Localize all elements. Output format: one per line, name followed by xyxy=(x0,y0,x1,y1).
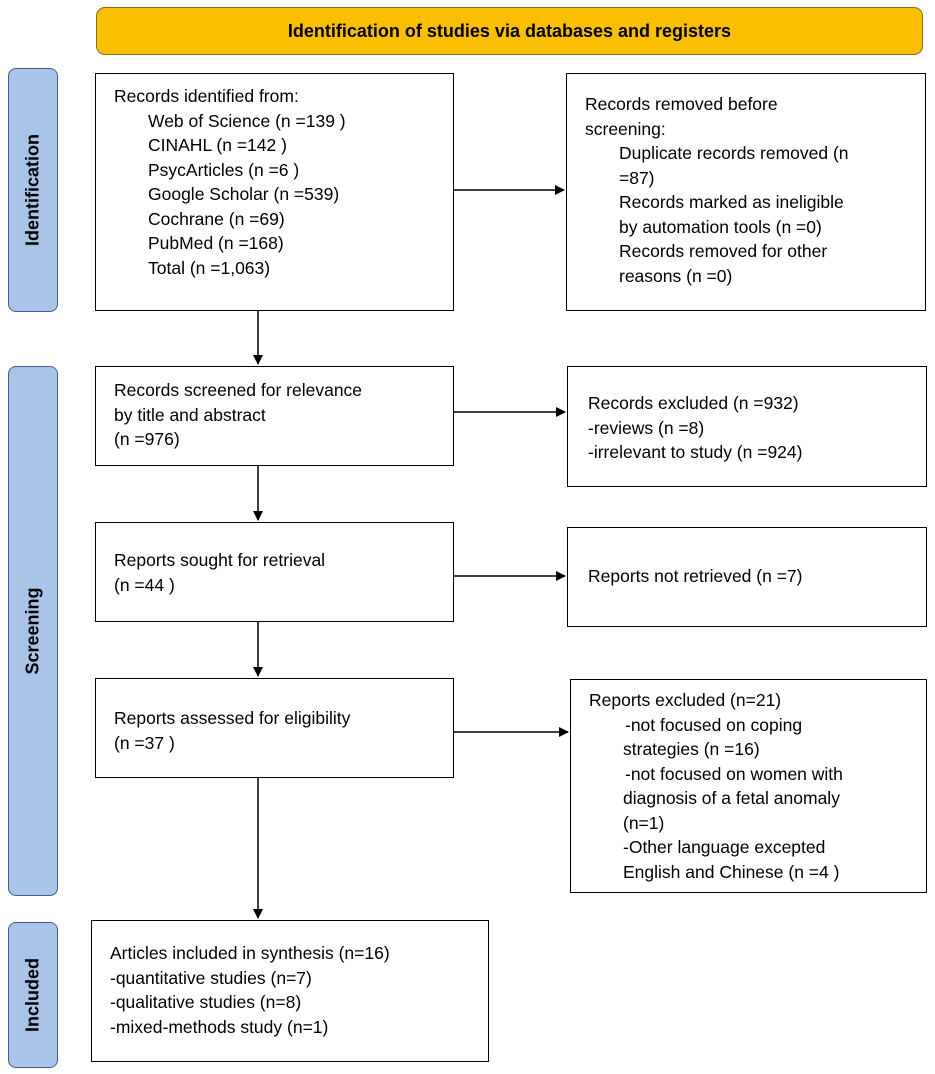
screened-line: (n =976) xyxy=(114,429,180,449)
included-line: -quantitative studies (n=7) xyxy=(110,967,312,988)
reports-excluded-item: strategies (n =16) xyxy=(623,739,760,759)
reports-sought-box: Reports sought for retrieval (n =44 ) xyxy=(95,522,454,622)
removed-item: Records removed for other xyxy=(619,241,828,261)
reports-assessed-box: Reports assessed for eligibility (n =37 … xyxy=(95,678,454,778)
removed-item: reasons (n =0) xyxy=(619,265,733,286)
screened-line: by title and abstract xyxy=(114,404,266,425)
sought-line: (n =44 ) xyxy=(114,574,175,595)
source-item: CINAHL (n =142 ) xyxy=(148,135,287,155)
reports-excluded-item: -not focused on women with xyxy=(625,763,843,784)
reports-excluded-item: English and Chinese (n =4 ) xyxy=(623,861,840,882)
records-removed-title: screening: xyxy=(585,118,666,139)
records-removed-title: Records removed before xyxy=(585,94,778,114)
source-item: PubMed (n =168) xyxy=(148,233,284,253)
excluded-line: Records excluded (n =932) xyxy=(588,393,799,413)
header-title: Identification of studies via databases … xyxy=(287,20,732,41)
reports-excluded-box: Reports excluded (n=21) -not focused on … xyxy=(570,679,927,893)
reports-excluded-item: -not focused on coping xyxy=(625,714,803,735)
records-removed-box: Records removed before screening: Duplic… xyxy=(566,73,926,311)
reports-not-retrieved-box: Reports not retrieved (n =7) xyxy=(567,527,927,627)
removed-item: Records marked as ineligible xyxy=(619,192,844,212)
included-line: -qualitative studies (n=8) xyxy=(110,992,302,1012)
included-line: -mixed-methods study (n=1) xyxy=(110,1016,329,1037)
source-item: Google Scholar (n =539) xyxy=(148,184,340,204)
reports-excluded-item: diagnosis of a fetal anomaly xyxy=(623,788,840,808)
phase-screening: Screening xyxy=(8,366,58,896)
included-line: Articles included in synthesis (n=16) xyxy=(110,943,390,963)
screened-line: Records screened for relevance xyxy=(114,380,363,400)
excluded-line: -reviews (n =8) xyxy=(588,417,705,438)
records-identified-title: Records identified from: xyxy=(114,86,299,106)
reports-excluded-title: Reports excluded (n=21) xyxy=(589,690,782,710)
removed-item: by automation tools (n =0) xyxy=(619,216,822,237)
not-retrieved-line: Reports not retrieved (n =7) xyxy=(588,566,803,586)
phase-identification: Identification xyxy=(8,68,58,312)
assessed-line: Reports assessed for eligibility xyxy=(114,708,351,728)
reports-excluded-item: -Other language excepted xyxy=(623,837,826,857)
removed-item: =87) xyxy=(619,167,655,188)
source-item: Cochrane (n =69) xyxy=(148,208,285,229)
excluded-line: -irrelevant to study (n =924) xyxy=(588,442,803,462)
removed-item: Duplicate records removed (n xyxy=(619,143,849,163)
records-excluded-box: Records excluded (n =932) -reviews (n =8… xyxy=(567,366,927,487)
sought-line: Reports sought for retrieval xyxy=(114,550,326,570)
source-item: PsycArticles (n =6 ) xyxy=(148,159,300,180)
records-screened-box: Records screened for relevance by title … xyxy=(95,366,454,466)
assessed-line: (n =37 ) xyxy=(114,732,175,753)
reports-excluded-item: (n=1) xyxy=(623,812,665,833)
source-total: Total (n =1,063) xyxy=(148,257,271,278)
phase-included: Included xyxy=(8,922,58,1068)
header-banner: Identification of studies via databases … xyxy=(96,7,923,55)
source-item: Web of Science (n =139 ) xyxy=(148,110,346,131)
records-identified-box: Records identified from: Web of Science … xyxy=(95,73,454,311)
articles-included-box: Articles included in synthesis (n=16) -q… xyxy=(91,920,489,1062)
